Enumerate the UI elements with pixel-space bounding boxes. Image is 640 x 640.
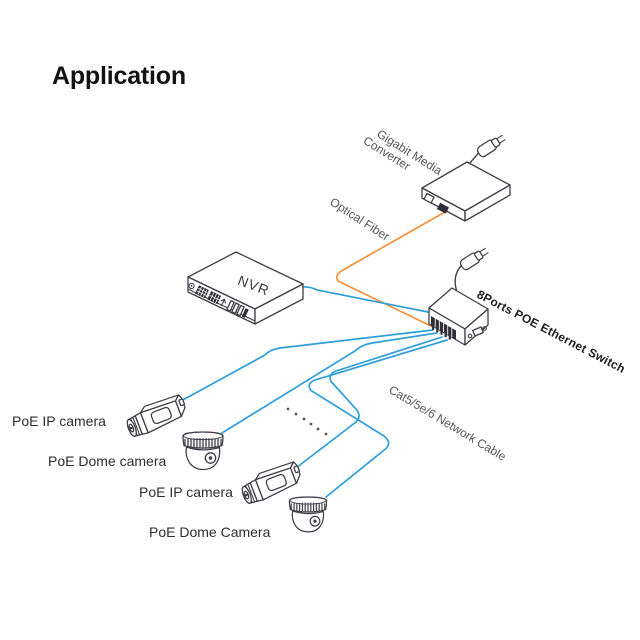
camera-3-label: PoE IP camera bbox=[139, 484, 233, 500]
optical-fiber-cable bbox=[335, 211, 446, 328]
ellipsis-dots bbox=[286, 407, 328, 436]
poe-switch-device bbox=[428, 245, 491, 346]
page-title: Application bbox=[52, 62, 186, 90]
power-plug-icon bbox=[475, 132, 508, 159]
optical-fiber-label: Optical Fiber bbox=[327, 195, 392, 244]
media-converter-label: Gigabit Media Converter bbox=[361, 127, 445, 178]
dome-camera-icon bbox=[288, 496, 328, 533]
camera-1-label: PoE IP camera bbox=[12, 413, 106, 429]
power-plug-icon bbox=[458, 245, 491, 272]
camera-2-label: PoE Dome camera bbox=[48, 453, 166, 469]
cables-layer bbox=[180, 211, 448, 498]
network-cable-nvr bbox=[298, 285, 429, 313]
camera-4-label: PoE Dome Camera bbox=[149, 524, 271, 540]
media-converter-device bbox=[421, 132, 511, 222]
switch-power-cord bbox=[454, 265, 462, 293]
network-cable-camera-4 bbox=[308, 339, 448, 498]
network-cable-camera-1 bbox=[180, 329, 434, 402]
poe-switch-label: 8Ports POE Ethernet Switch bbox=[475, 287, 628, 376]
bullet-camera-icon bbox=[122, 392, 191, 440]
dome-camera-icon bbox=[182, 431, 224, 471]
network-cable-label: Cat5/5e/6 Network Cable bbox=[386, 383, 508, 464]
nvr-device: NVR bbox=[187, 251, 304, 325]
network-cable-camera-2 bbox=[221, 332, 438, 434]
